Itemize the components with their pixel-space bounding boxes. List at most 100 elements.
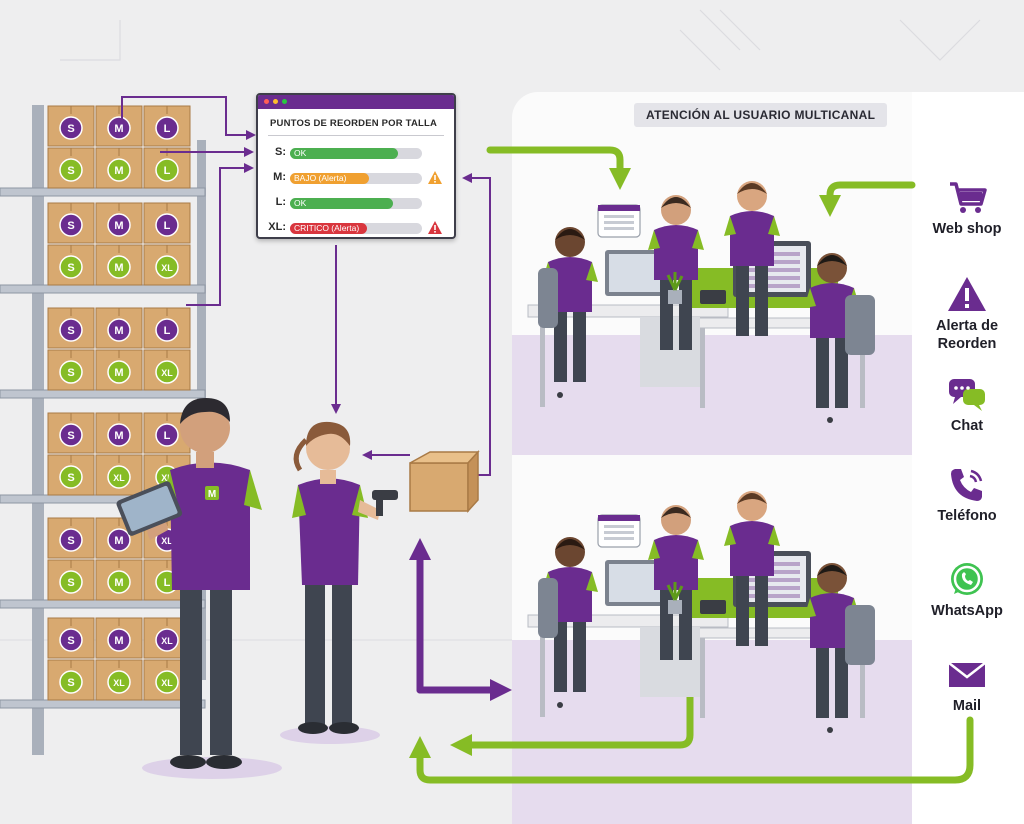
channel-mail: Mail bbox=[917, 655, 1017, 715]
channel-label: Web shop bbox=[932, 221, 1002, 237]
channel-label: Chat bbox=[950, 418, 984, 434]
shelf-box: M bbox=[95, 147, 143, 189]
box-size-label: M bbox=[114, 220, 123, 232]
box-size-label: S bbox=[67, 262, 74, 274]
shelf-box: M bbox=[95, 559, 143, 601]
channel-whatsapp: WhatsApp bbox=[917, 560, 1017, 620]
channel-alert-triangle: Alerta de Reorden bbox=[917, 275, 1017, 353]
support-office bbox=[527, 181, 875, 423]
shelf-box: S bbox=[47, 147, 95, 189]
shelf-box: S bbox=[47, 349, 95, 391]
flow-arrow-purple bbox=[409, 538, 512, 701]
shelf-box: L bbox=[143, 105, 191, 147]
office-floor-bottom bbox=[512, 640, 912, 824]
size-label: M: bbox=[273, 171, 286, 183]
channel-chat-bubbles: Chat bbox=[917, 375, 1017, 435]
stock-level-bar: OK bbox=[290, 148, 422, 159]
worker-with-tablet: M bbox=[116, 398, 282, 779]
box-size-label: M bbox=[114, 577, 123, 589]
shelf-box: S bbox=[47, 307, 95, 349]
shelf-box: L bbox=[143, 202, 191, 244]
channel-shopping-cart: Web shop bbox=[917, 178, 1017, 238]
box-size-label: XL bbox=[161, 678, 173, 688]
box-size-label: S bbox=[67, 430, 74, 442]
shelf-box: M bbox=[95, 349, 143, 391]
shelf-box: M bbox=[95, 617, 143, 659]
box-size-label: S bbox=[67, 367, 74, 379]
window-dot-green bbox=[282, 99, 287, 104]
channel-label: WhatsApp bbox=[931, 603, 1003, 619]
box-size-label: M bbox=[114, 262, 123, 274]
stock-level-fill bbox=[290, 173, 370, 184]
shelf-box: XL bbox=[95, 454, 143, 496]
box-size-label: XL bbox=[161, 368, 173, 378]
stock-level-bar: BAJO (Alerta) bbox=[290, 173, 422, 184]
background-decoration bbox=[60, 9, 981, 71]
box-size-label: S bbox=[67, 635, 74, 647]
shelf-box: M bbox=[95, 244, 143, 286]
box-size-label: M bbox=[114, 367, 123, 379]
warning-triangle-icon bbox=[428, 221, 442, 234]
size-label: S: bbox=[275, 146, 286, 158]
reorder-row: M: BAJO (Alerta) bbox=[258, 170, 454, 186]
channel-label: Mail bbox=[952, 698, 982, 714]
support-office bbox=[527, 491, 875, 733]
box-size-label: XL bbox=[161, 263, 173, 273]
warning-triangle-icon bbox=[428, 171, 442, 184]
shelf-box: M bbox=[95, 517, 143, 559]
box-size-label: XL bbox=[113, 473, 125, 483]
shelf-box: L bbox=[143, 147, 191, 189]
stock-level-bar: OK bbox=[290, 198, 422, 209]
box-size-label: M bbox=[114, 123, 123, 135]
shelf-box: S bbox=[47, 617, 95, 659]
shelf-box: XL bbox=[143, 244, 191, 286]
box-size-label: L bbox=[164, 123, 171, 135]
box-size-label: M bbox=[114, 535, 123, 547]
box-size-label: XL bbox=[113, 678, 125, 688]
stock-status-text: BAJO (Alerta) bbox=[294, 173, 347, 183]
box-size-label: S bbox=[67, 535, 74, 547]
panel-divider bbox=[268, 135, 444, 136]
shelf-box: S bbox=[47, 454, 95, 496]
size-label: L: bbox=[275, 196, 286, 208]
chat-bubbles-icon bbox=[949, 379, 985, 411]
size-label: XL: bbox=[268, 221, 286, 233]
box-size-label: XL bbox=[161, 473, 173, 483]
section-title: ATENCIÓN AL USUARIO MULTICANAL bbox=[634, 103, 888, 127]
box-size-label: S bbox=[67, 123, 74, 135]
shelf-box: S bbox=[47, 412, 95, 454]
shelf-box: XL bbox=[143, 349, 191, 391]
whatsapp-icon bbox=[951, 563, 983, 595]
stock-status-text: CRITICO (Alerta) bbox=[294, 223, 360, 233]
stock-level-bar: CRITICO (Alerta) bbox=[290, 223, 422, 234]
stock-status-text: OK bbox=[294, 198, 307, 208]
flow-arrows-green bbox=[409, 146, 974, 784]
shelf-box: S bbox=[47, 517, 95, 559]
box-size-label: L bbox=[164, 220, 171, 232]
box-size-label: S bbox=[67, 220, 74, 232]
shelf-box: M bbox=[95, 412, 143, 454]
box-size-label: S bbox=[67, 577, 74, 589]
box-size-label: M bbox=[114, 325, 123, 337]
channel-label: Alerta de Reorden bbox=[935, 318, 999, 352]
shelf-box: S bbox=[47, 244, 95, 286]
box-size-label: S bbox=[67, 325, 74, 337]
stock-level-fill bbox=[290, 223, 367, 234]
shelf-box: M bbox=[95, 202, 143, 244]
box-size-label: S bbox=[67, 165, 74, 177]
shelf-box: S bbox=[47, 202, 95, 244]
shelf-box: S bbox=[47, 105, 95, 147]
channel-label: Teléfono bbox=[937, 508, 997, 524]
box-size-label: S bbox=[67, 677, 74, 689]
shelf-box: M bbox=[95, 105, 143, 147]
shelf-box: S bbox=[47, 559, 95, 601]
shelf-box: S bbox=[47, 659, 95, 701]
connector-lines bbox=[121, 96, 491, 476]
channels-column bbox=[912, 92, 1024, 824]
stock-level-fill bbox=[290, 148, 399, 159]
reorder-row: L: OK bbox=[258, 195, 454, 211]
stock-status-text: OK bbox=[294, 148, 307, 158]
